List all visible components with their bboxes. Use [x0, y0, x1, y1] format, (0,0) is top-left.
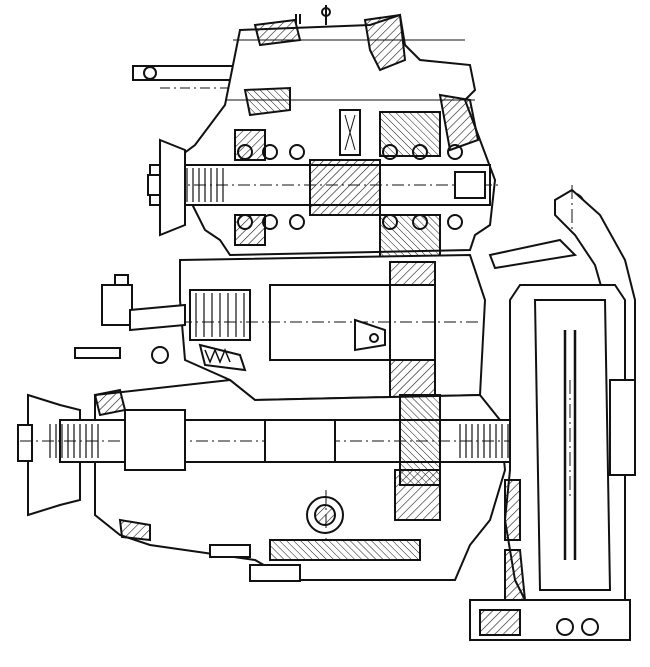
- upper-shaft: [149, 164, 500, 206]
- left-fittings: [74, 274, 186, 364]
- upper-housing: [173, 13, 497, 257]
- centerlines: [325, 185, 573, 540]
- left-flange-upper: [147, 138, 186, 237]
- bracket-mount: [469, 284, 636, 641]
- intermediate-shaft: [179, 253, 487, 402]
